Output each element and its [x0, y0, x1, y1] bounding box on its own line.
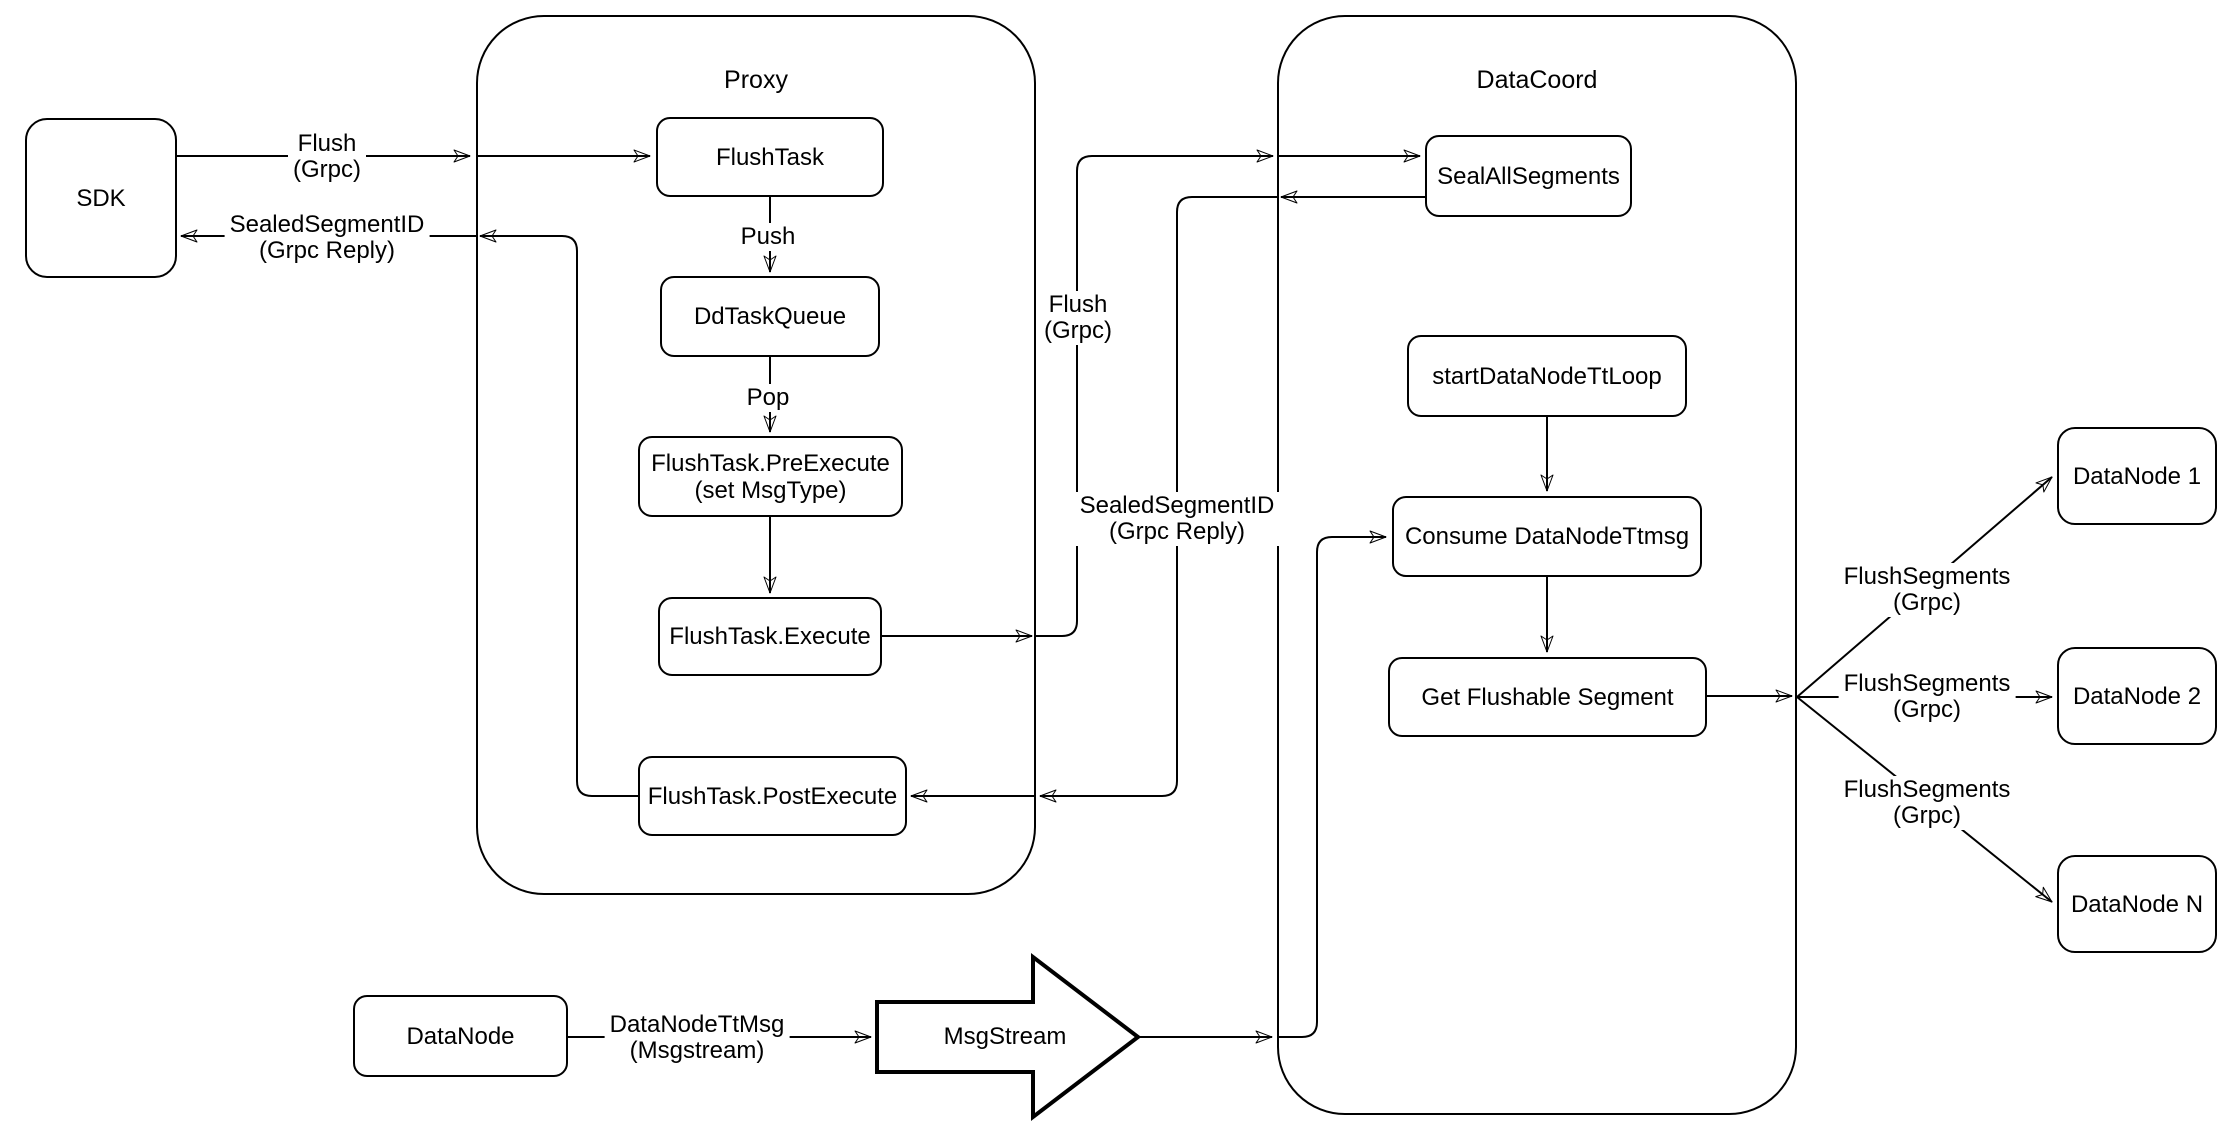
node-get-flushable-segment-label: Get Flushable Segment	[1421, 683, 1674, 711]
node-sealallsegments: SealAllSegments	[1425, 135, 1632, 217]
node-sdk-label: SDK	[76, 184, 126, 212]
edge-label-pop: Pop	[741, 384, 795, 412]
node-datanode-source-label: DataNode	[406, 1022, 515, 1050]
node-datanode-n: DataNode N	[2057, 855, 2217, 953]
node-datanode-2: DataNode 2	[2057, 647, 2217, 745]
edge-postexecute-to-proxy-edge	[479, 229, 638, 797]
edge-label-flush-grpc-mid: Flush (Grpc)	[1039, 291, 1117, 345]
container-proxy-label: Proxy	[724, 66, 788, 94]
edge-datacoord-edge-to-consume	[1277, 530, 1387, 1038]
container-datacoord: DataCoord	[1277, 15, 1797, 1115]
node-consume-datanodettmsg: Consume DataNodeTtmsg	[1392, 496, 1702, 577]
node-sdk: SDK	[25, 118, 177, 278]
node-datanode-source: DataNode	[353, 995, 568, 1077]
node-flushtask-execute-label: FlushTask.Execute	[669, 623, 871, 650]
node-flushtask-postexecute-label: FlushTask.PostExecute	[647, 782, 898, 810]
node-startdatanodettloop-label: startDataNodeTtLoop	[1432, 362, 1662, 390]
node-flushtask-postexecute: FlushTask.PostExecute	[638, 756, 907, 836]
edge-label-flush-grpc-sdk: Flush (Grpc)	[288, 130, 366, 184]
node-flushtask-preexecute-label: FlushTask.PreExecute (set MsgType)	[651, 449, 890, 504]
node-ddtaskqueue-label: DdTaskQueue	[693, 303, 847, 330]
node-datanode-1-label: DataNode 1	[2072, 462, 2202, 490]
node-flushtask-preexecute: FlushTask.PreExecute (set MsgType)	[638, 436, 903, 517]
node-consume-datanodettmsg-label: Consume DataNodeTtmsg	[1404, 523, 1690, 550]
node-datanode-n-label: DataNode N	[2070, 890, 2204, 918]
node-flushtask-execute: FlushTask.Execute	[658, 597, 882, 676]
msgstream-label: MsgStream	[943, 1023, 1067, 1050]
node-datanode-2-label: DataNode 2	[2072, 682, 2202, 710]
edge-label-datanodettmsg: DataNodeTtMsg (Msgstream)	[604, 1011, 790, 1065]
edge-label-flushsegments-1: FlushSegments (Grpc)	[1838, 563, 2016, 617]
node-flushtask-label: FlushTask	[715, 143, 825, 171]
container-datacoord-label: DataCoord	[1476, 66, 1598, 94]
node-sealallsegments-label: SealAllSegments	[1437, 162, 1620, 190]
edge-label-sealedsegmentid-mid: SealedSegmentID (Grpc Reply)	[1074, 492, 1280, 546]
container-proxy: Proxy	[476, 15, 1036, 895]
node-startdatanodettloop: startDataNodeTtLoop	[1407, 335, 1687, 417]
node-datanode-1: DataNode 1	[2057, 427, 2217, 525]
edge-label-flushsegments-2: FlushSegments (Grpc)	[1838, 670, 2016, 724]
edge-label-sealedsegmentid-sdk: SealedSegmentID (Grpc Reply)	[224, 211, 430, 265]
edge-label-flushsegments-3: FlushSegments (Grpc)	[1838, 776, 2016, 830]
edge-flush-grpc-to-datacoord	[1036, 149, 1274, 637]
edge-label-push: Push	[735, 223, 801, 251]
msgstream-big-arrow-shape	[875, 952, 1142, 1122]
node-get-flushable-segment: Get Flushable Segment	[1388, 657, 1707, 737]
node-ddtaskqueue: DdTaskQueue	[660, 276, 880, 357]
node-flushtask: FlushTask	[656, 117, 884, 197]
